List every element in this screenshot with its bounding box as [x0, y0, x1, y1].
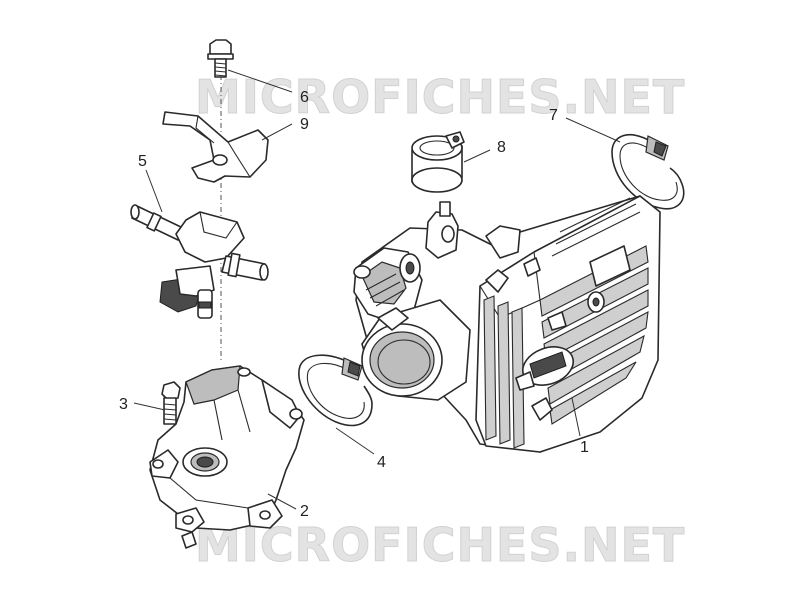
part-9-bracket[interactable]: [162, 111, 269, 183]
callout-5: 5: [138, 153, 147, 170]
callout-1: 1: [580, 439, 589, 456]
part-6-bolt[interactable]: [207, 39, 234, 78]
callout-7: 7: [549, 107, 558, 124]
callout-3: 3: [119, 396, 128, 413]
callout-4: 4: [377, 454, 386, 471]
callout-8: 8: [497, 139, 506, 156]
part-8-sleeve[interactable]: [411, 131, 465, 193]
part-4-hose-clamp[interactable]: [298, 354, 373, 427]
callout-numbers: 1 2 3 4 5 6 7 8 9: [119, 89, 589, 520]
part-2-intake-manifold[interactable]: [149, 365, 305, 549]
part-3-bolt[interactable]: [161, 381, 181, 425]
callout-9: 9: [300, 116, 309, 133]
watermark-top: MICROFICHES.NET: [195, 70, 685, 124]
callout-2: 2: [300, 503, 309, 520]
part-5-fuel-injector[interactable]: [130, 204, 269, 319]
watermark-bottom: MICROFICHES.NET: [195, 518, 685, 572]
leader-lines: [133, 69, 621, 510]
callout-6: 6: [300, 89, 309, 106]
part-1-throttle-body[interactable]: [353, 195, 661, 453]
part-7-hose-clamp[interactable]: [611, 133, 685, 210]
